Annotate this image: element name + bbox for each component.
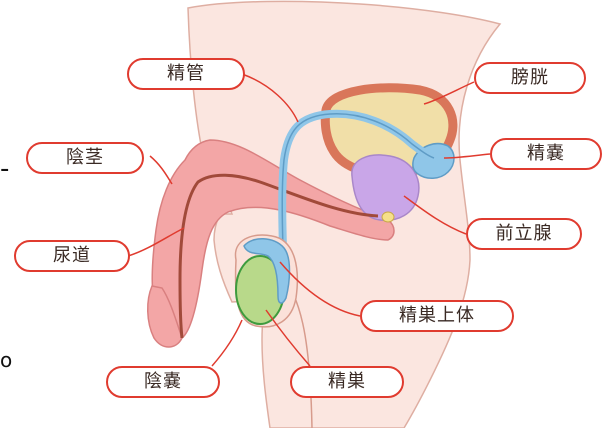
edge-mark-top: -	[0, 154, 9, 184]
label-seinou: 精嚢	[490, 138, 602, 170]
label-nyoudou: 尿道	[14, 240, 130, 272]
label-innou: 陰嚢	[106, 366, 220, 398]
label-boukou: 膀胱	[474, 62, 586, 94]
label-zenritsusen: 前立腺	[466, 218, 582, 250]
label-seisou: 精巣	[290, 366, 404, 398]
edge-mark-bottom: o	[0, 348, 12, 372]
leader-innou	[212, 320, 242, 366]
label-inkei: 陰茎	[26, 142, 144, 174]
prostate-shape	[352, 155, 419, 220]
label-seikan: 精管	[127, 58, 245, 90]
leader-inkei	[150, 156, 172, 184]
small-gland-shape	[382, 212, 394, 222]
label-seisou-joutai: 精巣上体	[360, 300, 514, 332]
